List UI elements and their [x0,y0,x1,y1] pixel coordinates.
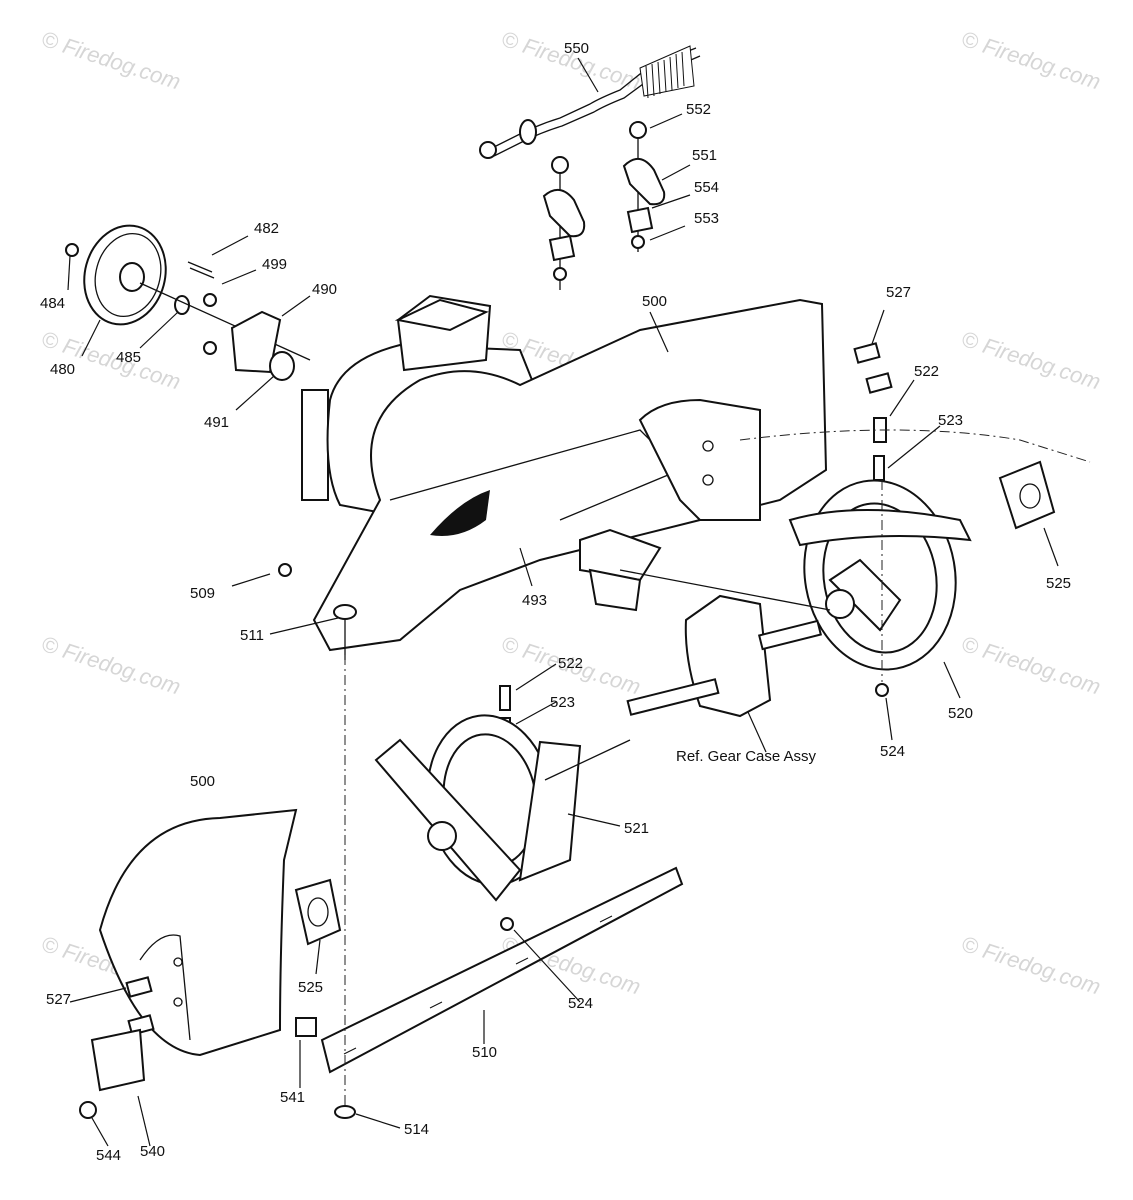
callout-480: 480 [50,361,75,378]
watermark-text: © Firedog.com [958,931,1103,999]
auger-left [374,685,631,931]
reference-lines [344,429,1091,1105]
gear-case [579,528,831,718]
callout-485: 485 [116,349,141,366]
callout-527-lower: 527 [46,991,71,1008]
callout-500-upper: 500 [642,293,667,310]
callout-540: 540 [140,1143,165,1160]
callout-541: 541 [280,1089,305,1106]
auger-housing [278,294,828,660]
callout-550: 550 [564,40,589,57]
callout-554: 554 [694,179,719,196]
callout-482: 482 [254,220,279,237]
scraper-bar [320,866,684,1119]
callout-553: 553 [694,210,719,227]
pulley-assembly [65,224,311,381]
watermark-text: © Firedog.com [38,26,183,94]
callout-522-upper: 522 [914,363,939,380]
callout-510: 510 [472,1044,497,1061]
callout-484: 484 [40,295,65,312]
callout-521: 521 [624,820,649,837]
leader-lines [67,57,1059,1147]
callout-523-lower: 523 [550,694,575,711]
callout-labels: 550 552 551 554 553 482 499 490 484 485 … [40,40,1071,1164]
callout-525-lower: 525 [298,979,323,996]
callout-523-upper: 523 [938,412,963,429]
watermark-text: © Firedog.com [958,631,1103,699]
callout-514: 514 [404,1121,429,1138]
callout-gear-case: Ref. Gear Case Assy [676,748,817,765]
bearing-flange-lower [294,878,342,1037]
callout-551: 551 [692,147,717,164]
watermark-text: © Firedog.com [38,631,183,699]
callout-544: 544 [96,1147,121,1164]
callout-491: 491 [204,414,229,431]
callout-522-lower: 522 [558,655,583,672]
callout-493: 493 [522,592,547,609]
callout-509: 509 [190,585,215,602]
auger-right [788,460,1056,697]
watermark-text: © Firedog.com [958,326,1103,394]
housing-end-left [79,808,298,1119]
bolts-upper-right [853,342,893,481]
callout-525-right: 525 [1046,575,1071,592]
callout-499: 499 [262,256,287,273]
callout-490: 490 [312,281,337,298]
callout-552: 552 [686,101,711,118]
callout-524-right: 524 [880,743,905,760]
watermark-text: © Firedog.com [498,26,643,94]
callout-500-lower: 500 [190,773,215,790]
callout-527-upper: 527 [886,284,911,301]
callout-524-lower: 524 [568,995,593,1012]
rod-guide-left [542,156,586,290]
rod-guide-right [622,121,666,252]
callout-520: 520 [948,705,973,722]
callout-511: 511 [240,627,264,644]
watermark-text: © Firedog.com [958,26,1103,94]
shift-rod [479,45,701,159]
